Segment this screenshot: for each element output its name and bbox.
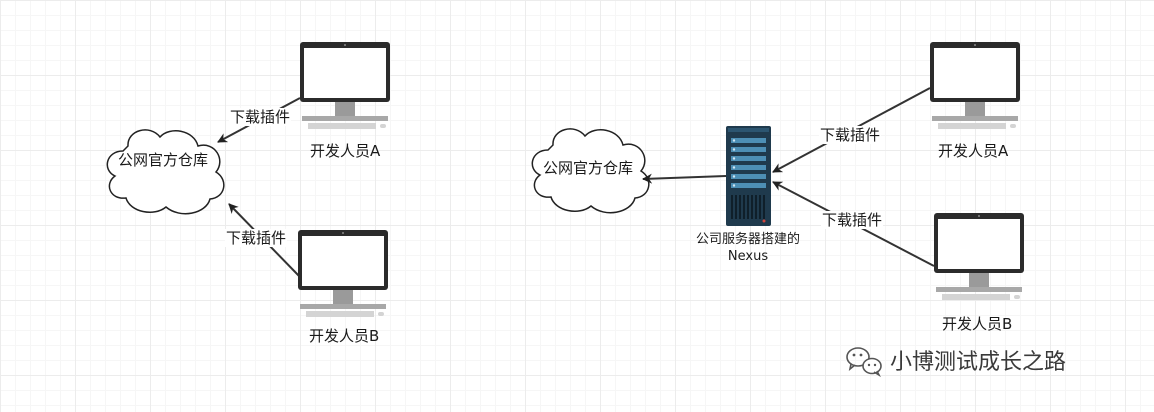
right-dev-b-label: 开发人员B [942,315,1013,333]
server-label: 公司服务器搭建的Nexus [695,232,800,264]
wechat-icon [846,347,882,378]
left-dev-b-monitor-icon [298,230,388,317]
left-dev-b-label: 开发人员B [309,327,380,345]
right-dev-a-label: 开发人员A [938,142,1009,160]
left-arrow-top-label: 下载插件 [229,108,292,126]
server-icon [726,126,771,226]
watermark-label: 小博测试成长之路 [890,350,1067,375]
right-dev-a-monitor-icon [930,42,1020,129]
right-cloud [531,128,650,214]
watermark-text: 小博测试成长之路 [890,344,1066,376]
right-dev-b-monitor-icon [934,213,1024,300]
left-cloud-label: 公网官方仓库 [117,151,208,169]
right-arrow-top-label: 下载插件 [819,126,882,144]
left-cloud [106,129,225,215]
left-arrow-bottom-label: 下载插件 [225,229,288,247]
left-dev-a-label: 开发人员A [310,142,381,160]
right-arrow-server-to-cloud [642,173,727,184]
right-arrow-bottom-label: 下载插件 [821,211,884,229]
right-cloud-label: 公网官方仓库 [542,159,633,177]
left-dev-a-monitor-icon [300,42,390,129]
